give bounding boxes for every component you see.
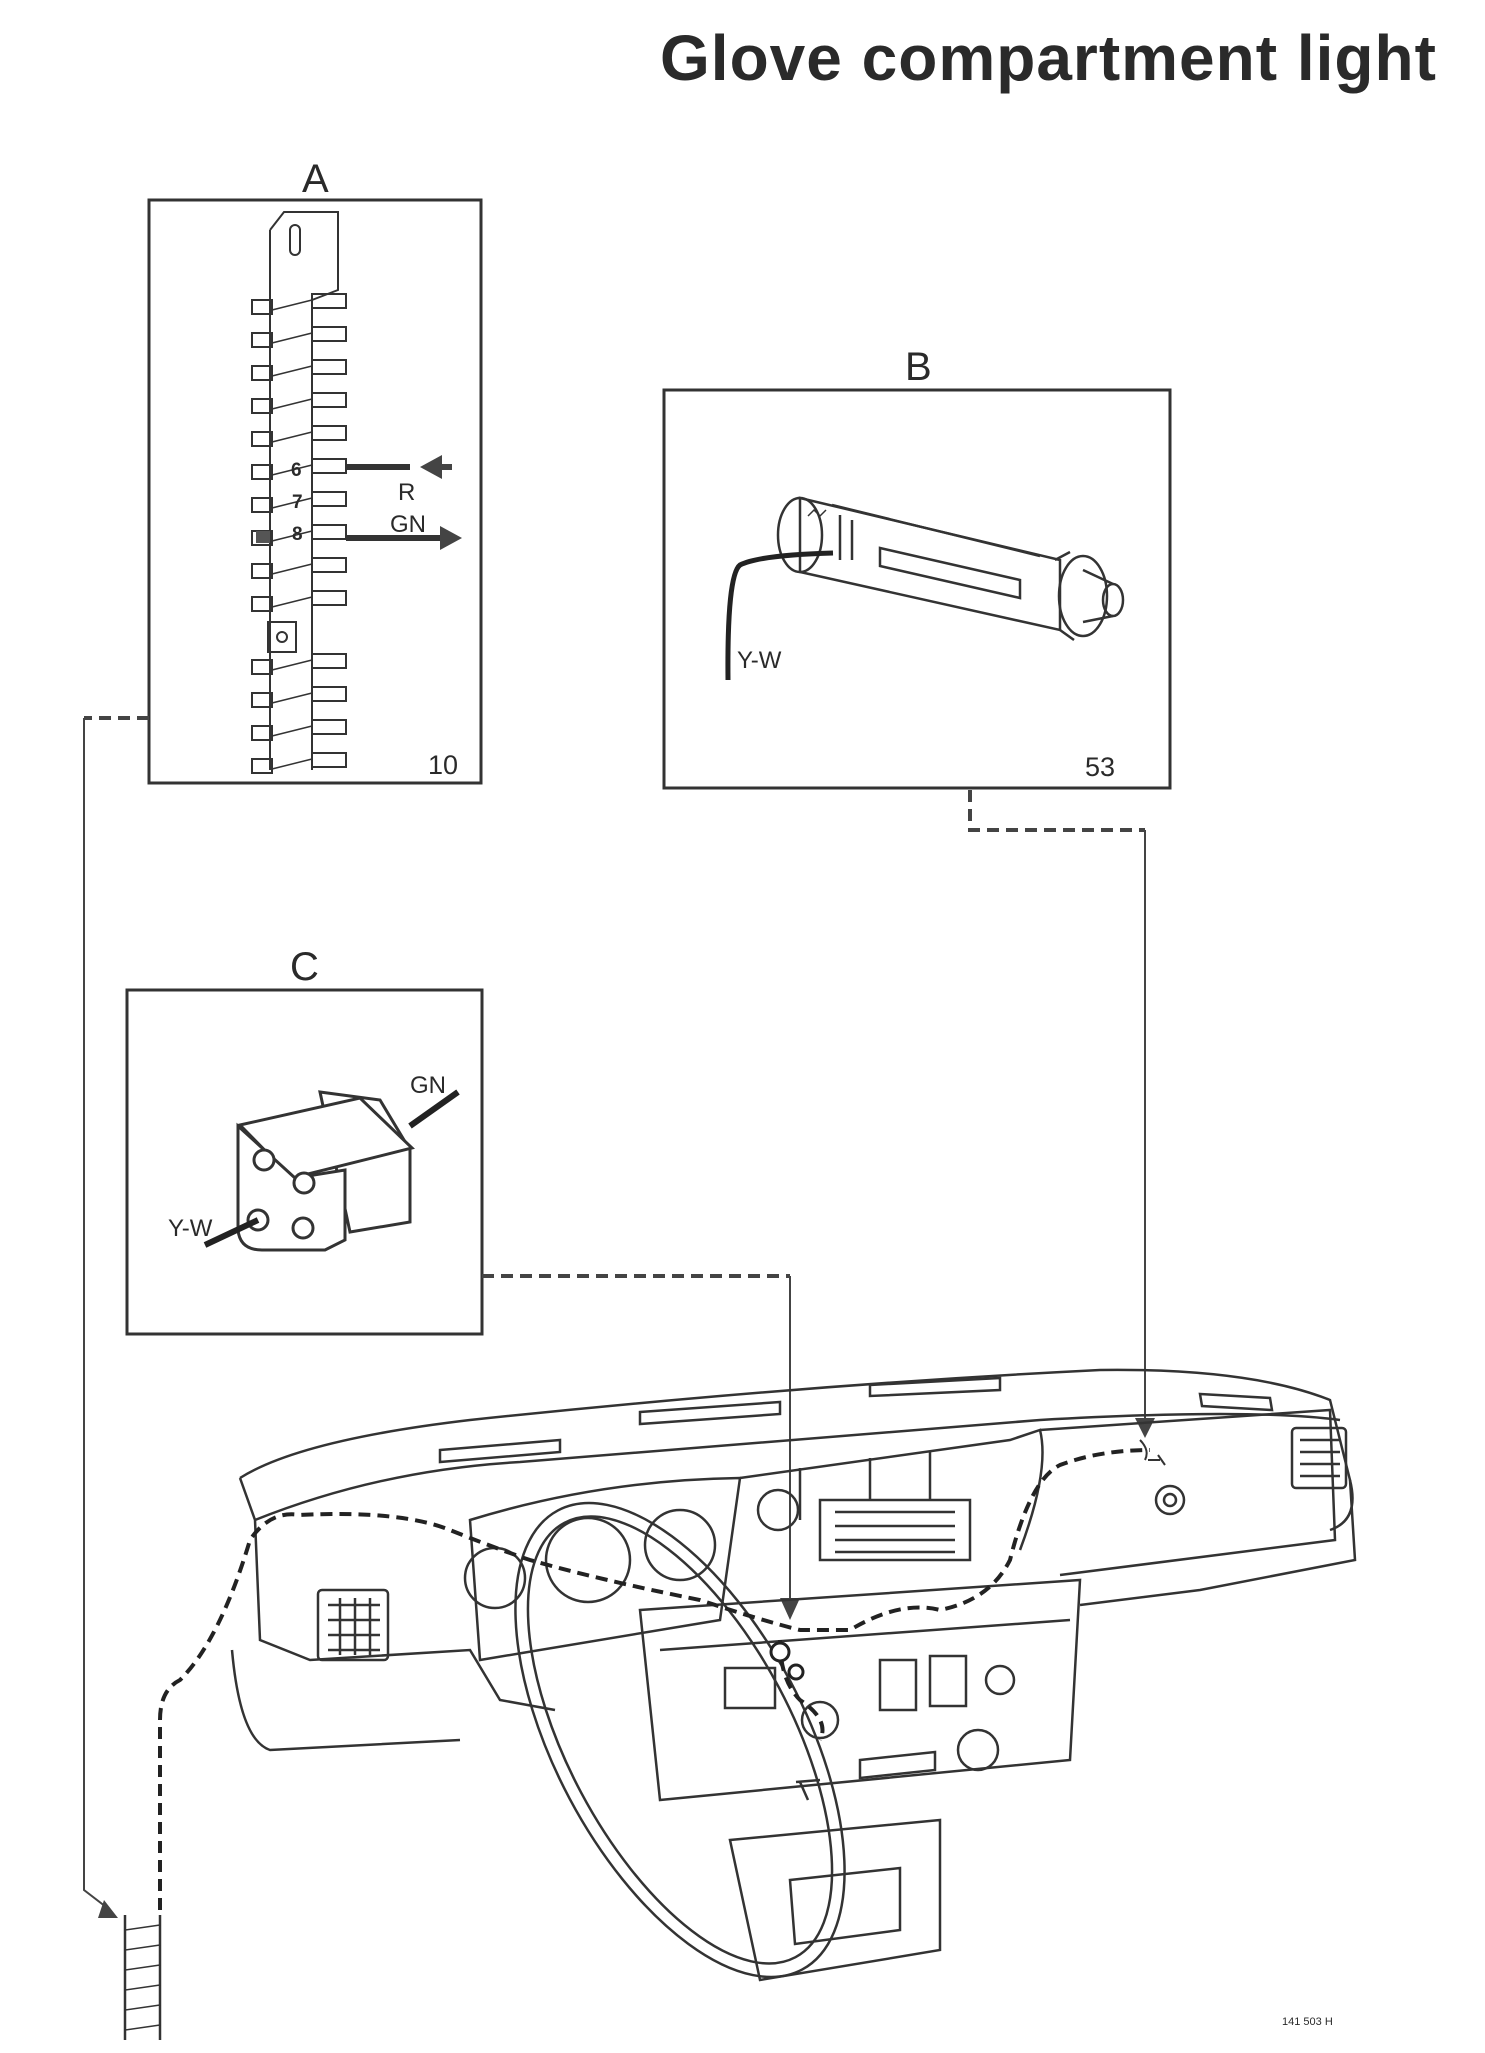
arrow-gn [440,526,462,550]
panel-b-letter: B [905,345,932,389]
panel-c-wire-right: GN [410,1072,446,1099]
wire-gn-label: GN [390,511,426,538]
page-title: Glove compartment light [660,22,1437,94]
connector-illustration [236,1090,415,1252]
panel-c: C Y-W GN [125,945,484,1336]
fuse-box-illustration [251,211,347,774]
arrow-r [420,455,442,479]
wire-gn-c [408,1089,460,1129]
panel-a-frame [147,198,483,785]
panel-c-letter: C [290,945,319,989]
panel-b-wire-label: Y-W [737,647,782,674]
connector-location [769,1641,805,1681]
panel-a: A [147,157,483,785]
wire-y-w-c [203,1217,260,1248]
wire-y-w-b [725,550,834,681]
leader-lines [83,716,1155,1918]
switch-location [1139,1439,1166,1466]
door-switch-illustration [776,496,1125,642]
pin-7-label: 7 [292,492,303,513]
panel-b: B Y-W 53 [662,345,1172,790]
panel-b-number: 53 [1085,752,1115,782]
wire-r-label: R [398,479,415,506]
panel-a-letter: A [302,157,329,201]
figure-code: 141 503 H [1282,2016,1333,2028]
panel-b-frame [662,388,1172,790]
panel-c-frame [125,988,484,1336]
dashboard-illustration [123,1368,1357,2040]
panel-c-wire-left: Y-W [168,1215,213,1242]
panel-a-number: 10 [428,750,458,780]
pin-8-label: 8 [292,524,303,545]
fuse-8-highlight [256,531,270,543]
pin-6-label: 6 [291,460,302,481]
